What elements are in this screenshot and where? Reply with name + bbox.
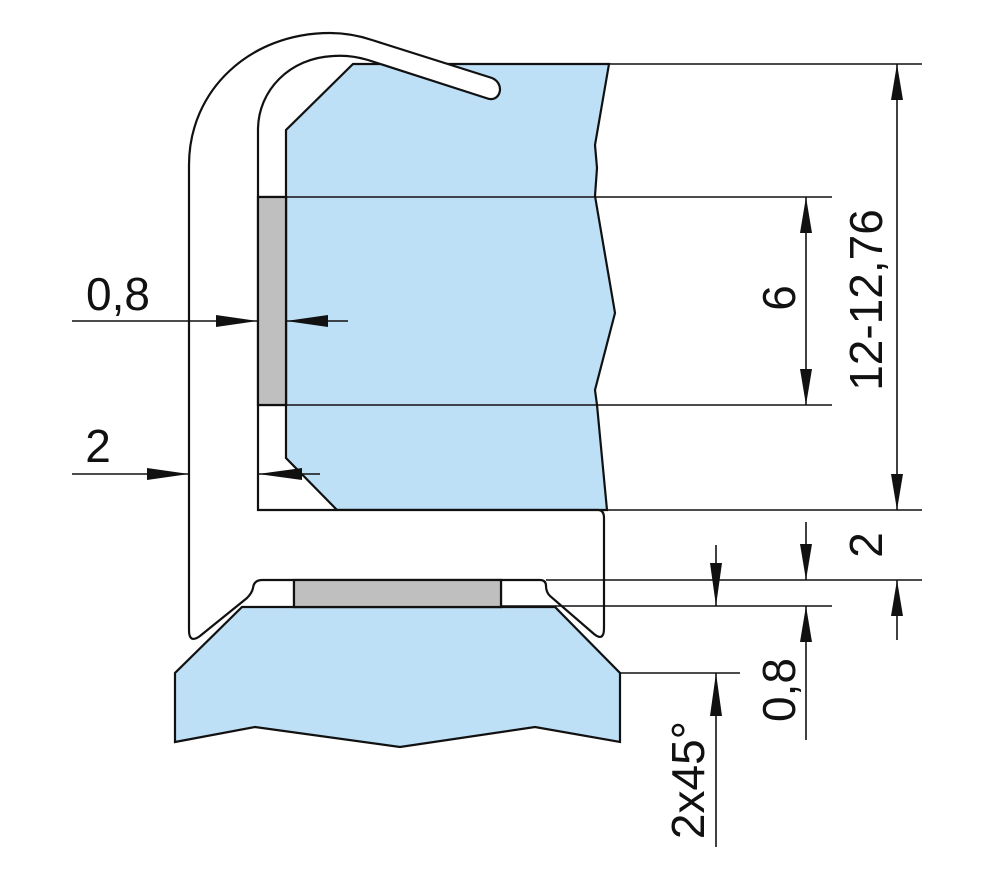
extension-lines <box>500 63 922 674</box>
label-wall-thickness: 2 <box>85 420 111 472</box>
upper-glass-panel <box>284 62 617 512</box>
lower-interlayer-edge <box>292 578 503 609</box>
label-chamfer: 2x45° <box>662 721 714 839</box>
dimension-interlayer-thickness: 0,8 <box>72 268 348 327</box>
label-glass-thickness: 12-12,76 <box>840 209 892 391</box>
dimension-wall-thickness: 2 <box>72 420 320 480</box>
label-bottom-interlayer: 0,8 <box>753 658 805 722</box>
dimension-glass-thickness: 12-12,76 2 <box>840 64 903 640</box>
lower-glass-panel <box>173 605 622 749</box>
label-interlayer-thickness: 0,8 <box>86 268 150 320</box>
dimension-interlayer-height: 6 <box>753 197 812 405</box>
dimension-chamfer: 2x45° <box>662 545 722 847</box>
label-interlayer-height: 6 <box>753 285 805 311</box>
upper-interlayer-edge <box>256 195 288 407</box>
u-profile-clamp <box>187 31 606 640</box>
dimension-bottom-interlayer: 0,8 <box>753 522 812 740</box>
label-gap-bottom: 2 <box>840 532 892 558</box>
